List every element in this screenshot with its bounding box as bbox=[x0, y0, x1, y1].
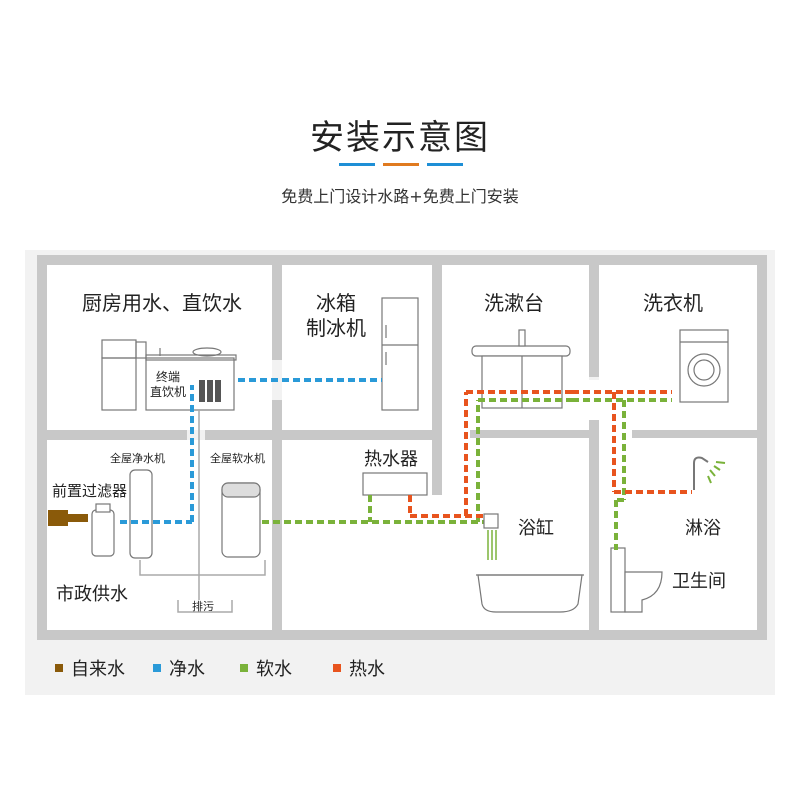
pre-filter-icon bbox=[48, 503, 115, 557]
room-label-washbasin: 洗漱台 bbox=[484, 291, 544, 315]
pipes-pure-water bbox=[120, 378, 382, 524]
water-heater-icon bbox=[362, 472, 428, 496]
washing-machine-icon bbox=[679, 329, 729, 403]
fridge-icon bbox=[381, 297, 419, 411]
outer-wall bbox=[37, 255, 767, 640]
interior-walls bbox=[47, 265, 757, 630]
room-label-fridge-line2: 制冰机 bbox=[306, 316, 366, 340]
room-label-bathroom: 卫生间 bbox=[672, 571, 726, 592]
accent-bar-left bbox=[339, 163, 375, 166]
room-label-shower: 淋浴 bbox=[685, 518, 721, 539]
room-label-kitchen: 厨房用水、直饮水 bbox=[82, 291, 242, 315]
terminal-filters bbox=[199, 380, 221, 402]
green-square-icon bbox=[240, 664, 248, 672]
device-label-whole-softener: 全屋软水机 bbox=[210, 452, 265, 465]
legend-label: 净水 bbox=[169, 659, 205, 680]
device-label-terminal-line2: 直饮机 bbox=[150, 385, 187, 399]
legend-label: 软水 bbox=[256, 659, 292, 680]
brown-square-icon bbox=[55, 664, 63, 672]
legend-item-soft-water: 软水 bbox=[240, 655, 292, 681]
toilet-icon bbox=[610, 547, 663, 613]
room-washer bbox=[599, 265, 757, 380]
pipes-soft-water bbox=[262, 398, 672, 550]
blue-square-icon bbox=[153, 664, 161, 672]
shower-head-icon bbox=[693, 456, 709, 490]
shower-spray-icon bbox=[707, 461, 726, 484]
device-label-whole-purifier: 全屋净水机 bbox=[110, 452, 165, 465]
bathtub-faucet-icon bbox=[483, 513, 499, 560]
room-label-bathtub: 浴缸 bbox=[518, 518, 554, 539]
legend-label: 自来水 bbox=[71, 659, 125, 680]
legend-label: 热水 bbox=[349, 659, 385, 680]
accent-bar-right bbox=[427, 163, 463, 166]
page-subtitle: 免费上门设计水路+免费上门安装 bbox=[281, 187, 519, 206]
device-label-terminal-line1: 终端 bbox=[156, 370, 181, 384]
whole-house-softener-icon bbox=[221, 482, 261, 558]
orange-square-icon bbox=[333, 664, 341, 672]
page-title: 安装示意图 bbox=[310, 118, 490, 158]
room-label-washer: 洗衣机 bbox=[643, 291, 703, 315]
pipes-hot-water bbox=[408, 390, 692, 518]
legend-item-hot-water: 热水 bbox=[333, 655, 385, 681]
bathtub-icon bbox=[476, 574, 584, 613]
device-label-water-heater: 热水器 bbox=[364, 449, 418, 470]
legend-item-tap-water: 自来水 bbox=[55, 655, 125, 681]
device-label-municipal: 市政供水 bbox=[56, 584, 128, 605]
whole-house-purifier-icon bbox=[129, 469, 153, 559]
legend-item-pure-water: 净水 bbox=[153, 655, 205, 681]
device-label-drain: 排污 bbox=[192, 600, 214, 613]
room-label-fridge-line1: 冰箱 bbox=[316, 291, 356, 315]
device-label-pre-filter: 前置过滤器 bbox=[52, 482, 128, 500]
accent-bar-mid bbox=[383, 163, 419, 166]
drain-tray bbox=[139, 410, 266, 613]
